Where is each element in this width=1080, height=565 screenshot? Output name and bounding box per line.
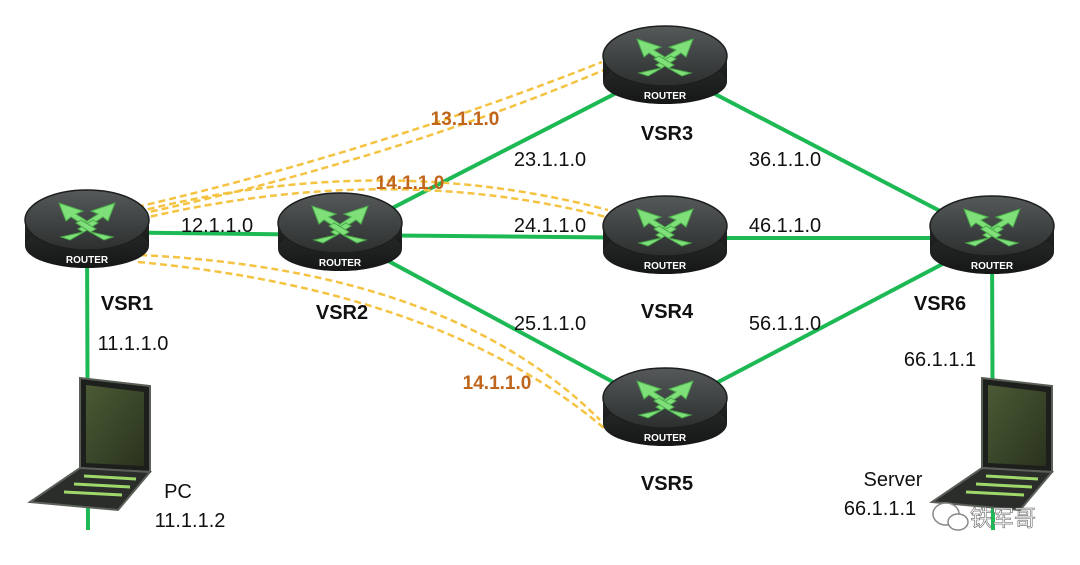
watermark-text: 铁军哥: [970, 507, 1036, 532]
link-label-r2-r4: 24.1.1.0: [514, 215, 586, 237]
tunnel-label-r1-r3: 13.1.1.0: [431, 109, 500, 130]
tunnels-layer: [136, 60, 611, 429]
router-r1: ROUTER: [24, 189, 150, 269]
server-name: Server: [864, 469, 923, 491]
link-label-r4-r6: 46.1.1.0: [749, 215, 821, 237]
link-label-r1-r2: 12.1.1.0: [181, 215, 253, 237]
router-badge: ROUTER: [66, 255, 109, 266]
router-name-r6: VSR6: [914, 293, 966, 315]
watermark: 铁军哥: [932, 502, 1036, 532]
nodes-layer: ROUTER ROUTER ROUTER ROUTER ROUTER ROUTER: [24, 25, 1055, 512]
router-name-r2: VSR2: [316, 302, 368, 324]
server-ip: 66.1.1.1: [844, 498, 916, 520]
router-r6: ROUTER: [929, 195, 1055, 275]
pc-ip: 11.1.1.2: [155, 510, 226, 532]
laptop-icon: [930, 376, 1054, 512]
router-badge: ROUTER: [971, 261, 1014, 272]
router-name-r4: VSR4: [641, 301, 694, 323]
link-label-r5-r6: 56.1.1.0: [749, 313, 821, 335]
link-r5-r6: [664, 236, 993, 412]
laptop-icon: [28, 376, 152, 512]
tunnel-label-r1-r5: 14.1.1.0: [463, 373, 532, 394]
tunnel-r1-r4: [136, 179, 611, 221]
server-laptop: [930, 376, 1054, 512]
router-r3: ROUTER: [602, 25, 728, 105]
link-label-r2-r3: 23.1.1.0: [514, 149, 586, 171]
pc-name: PC: [164, 481, 192, 503]
link-label-r2-r5: 25.1.1.0: [514, 313, 586, 335]
pc-laptop: [28, 376, 152, 512]
tunnel-r1-r5: [137, 253, 605, 429]
router-badge: ROUTER: [319, 258, 362, 269]
wechat-icon: [932, 502, 969, 531]
router-name-r5: VSR5: [641, 473, 693, 495]
link-r3-r6: [664, 66, 993, 240]
router-r5: ROUTER: [602, 367, 728, 447]
link-r2-r3: [339, 66, 666, 237]
router-name-r3: VSR3: [641, 123, 693, 145]
link-r2-r5: [339, 233, 666, 412]
tunnel-r1-r3: [136, 60, 605, 216]
router-r4: ROUTER: [602, 195, 728, 275]
router-badge: ROUTER: [644, 91, 687, 102]
router-badge: ROUTER: [644, 433, 687, 444]
tunnel-label-r1-r4: 14.1.1.0: [376, 173, 445, 194]
labels-layer: 12.1.1.0 23.1.1.0 24.1.1.0 25.1.1.0 36.1.1.0…: [98, 109, 1037, 532]
link-label-r1-pc: 11.1.1.0: [98, 333, 169, 355]
router-r2: ROUTER: [277, 192, 403, 272]
link-label-r6-server: 66.1.1.1: [904, 349, 976, 371]
links-layer: [85, 66, 995, 531]
link-label-r3-r6: 36.1.1.0: [749, 149, 821, 171]
router-badge: ROUTER: [644, 261, 687, 272]
router-name-r1: VSR1: [101, 293, 153, 315]
